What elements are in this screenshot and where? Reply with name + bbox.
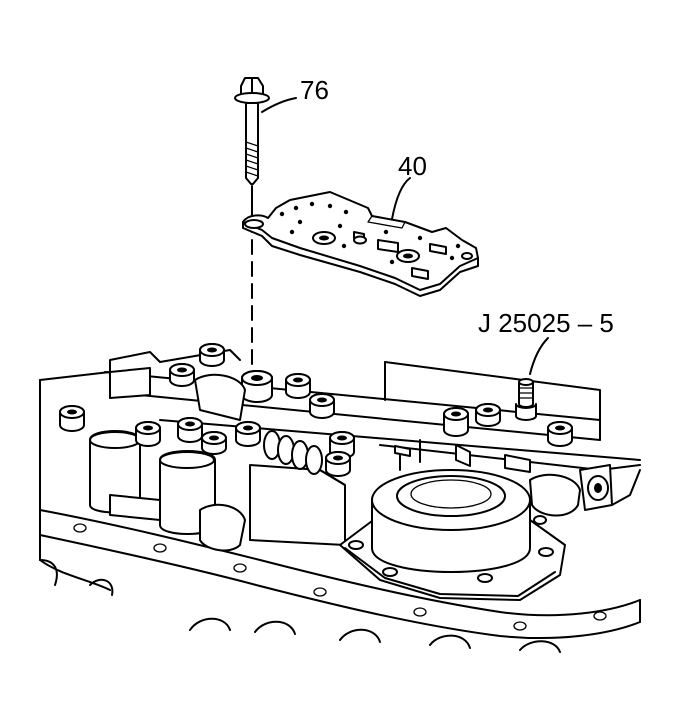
accumulator-plate-40: [242, 191, 479, 297]
callout-tool-number: J 25025 – 5: [478, 308, 614, 338]
callout-plate-number: 40: [398, 151, 427, 181]
accumulator-dome: [339, 469, 566, 601]
leader-lines: [261, 97, 549, 375]
guide-pin-tool: [515, 378, 537, 421]
callout-bolt-number: 76: [300, 75, 329, 105]
valve-body-assembly: [39, 343, 641, 653]
bolt-76: [234, 77, 270, 369]
